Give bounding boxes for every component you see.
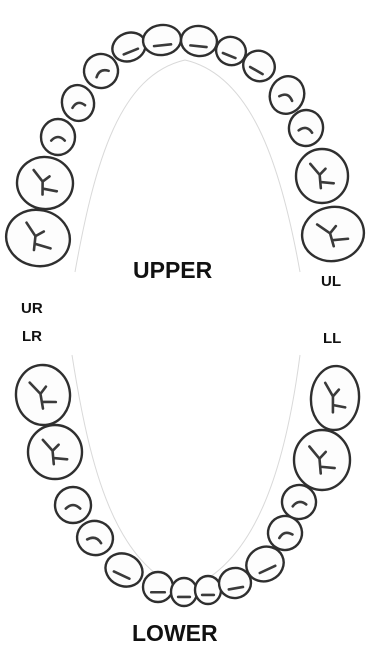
tooth-outline xyxy=(143,572,173,602)
arch-guides xyxy=(72,60,300,590)
tooth-outline xyxy=(1,204,75,272)
tooth-outline xyxy=(195,576,221,604)
tooth-outline xyxy=(142,23,183,57)
lower-right-quadrant-label: LR xyxy=(22,328,42,345)
tooth-outline xyxy=(100,547,148,592)
upper-right-quadrant-label: UR xyxy=(21,300,43,317)
lower-left-quadrant-label: LL xyxy=(323,330,341,347)
lower-right-second-molar xyxy=(28,425,82,479)
tooth-outline xyxy=(180,24,219,58)
upper-right-central-incisor-b xyxy=(180,24,219,58)
upper-left-second-molar xyxy=(298,202,368,266)
upper-right-second-premolar xyxy=(59,82,98,124)
lower-right-second-premolar xyxy=(73,517,117,559)
upper-right-first-molar xyxy=(41,119,75,155)
upper-arch-label: UPPER xyxy=(133,257,212,284)
upper-arch-guide xyxy=(75,60,300,272)
upper-right-third-molar xyxy=(1,204,75,272)
tooth-outline xyxy=(13,363,72,427)
lower-arch-label: LOWER xyxy=(132,620,218,647)
tooth-outline xyxy=(296,149,348,203)
lower-right-first-premolar xyxy=(55,487,91,523)
tooth-outline xyxy=(171,578,197,606)
lower-right-third-molar xyxy=(13,363,72,427)
tooth-outline xyxy=(294,430,350,490)
teeth xyxy=(1,23,368,606)
tooth-fissure xyxy=(190,45,206,47)
tooth-outline xyxy=(28,425,82,479)
tooth-outline xyxy=(298,202,368,266)
tooth-outline xyxy=(309,364,361,431)
lower-left-second-molar xyxy=(309,364,361,431)
tooth-fissure xyxy=(154,44,171,46)
lower-left-first-molar xyxy=(294,430,350,490)
upper-left-first-molar xyxy=(296,149,348,203)
upper-right-central-incisor-a xyxy=(142,23,183,57)
lower-right-canine xyxy=(100,547,148,592)
lower-left-central-incisor xyxy=(195,576,221,604)
lower-right-central-incisor xyxy=(171,578,197,606)
lower-right-lateral-incisor xyxy=(143,572,173,602)
tooth-outline xyxy=(14,154,75,212)
upper-left-quadrant-label: UL xyxy=(321,273,341,290)
upper-right-second-molar xyxy=(14,154,75,212)
